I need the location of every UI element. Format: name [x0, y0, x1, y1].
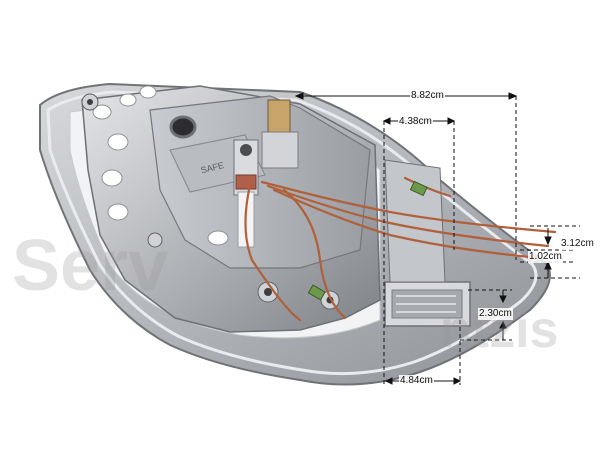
water-inlet-hole — [169, 115, 197, 139]
soleplate-edge — [46, 90, 538, 376]
dimension-vertical-upper: 3.12cm — [560, 238, 595, 250]
green-sleeve-left — [307, 284, 326, 301]
dimension-lines — [294, 92, 580, 385]
green-sleeve-right — [409, 180, 428, 197]
terminal-rail — [384, 159, 446, 283]
dimension-overall-length: 8.82cm — [410, 90, 445, 102]
copper-wires — [244, 176, 557, 322]
dimension-inner-length: 4.38cm — [398, 116, 433, 128]
steam-holes — [92, 85, 229, 246]
dimension-vertical-lower: 1.02cm — [528, 251, 563, 263]
dimension-bracket-width: 4.84cm — [399, 375, 434, 387]
dimension-bracket-height: 2.30cm — [478, 308, 513, 320]
